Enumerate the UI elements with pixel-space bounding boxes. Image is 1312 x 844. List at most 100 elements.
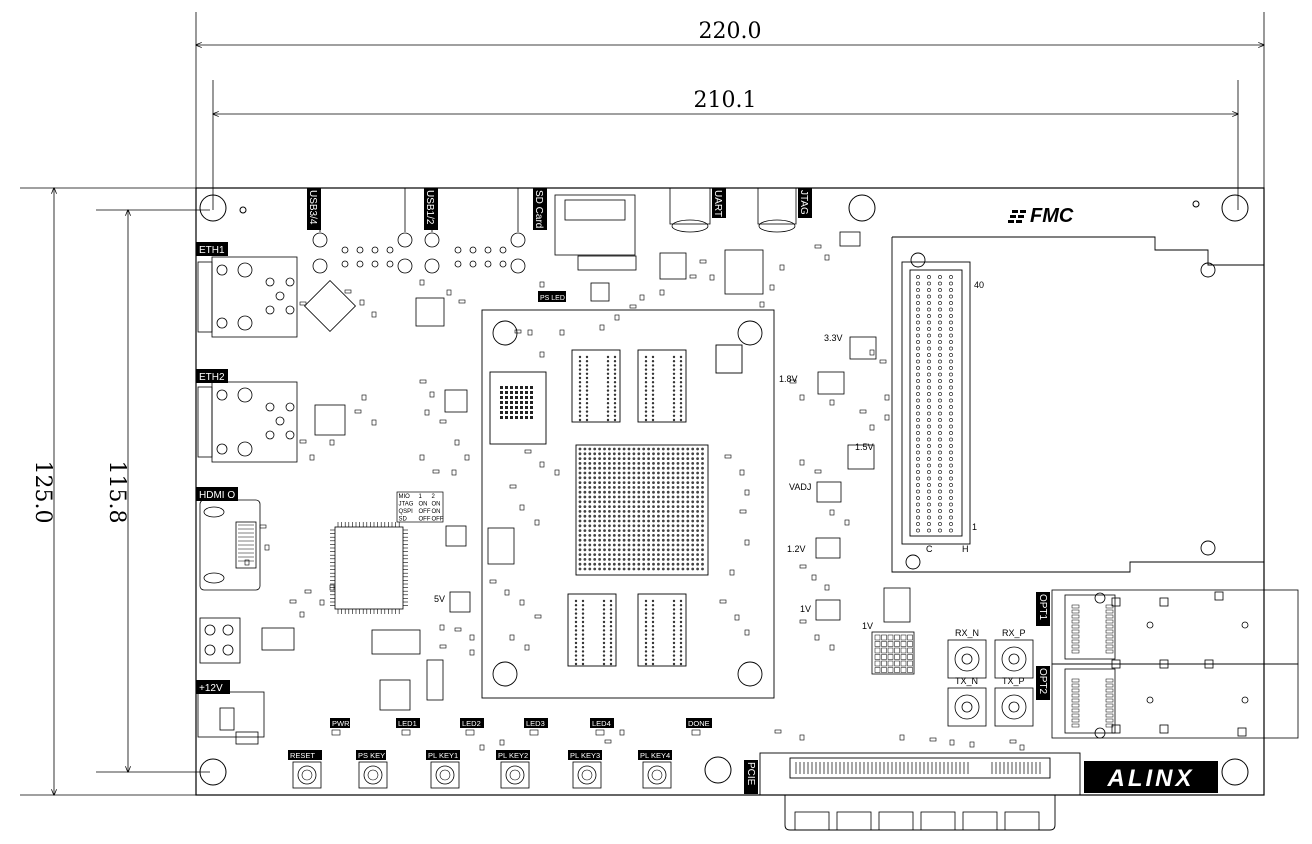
key-buttons: RESET PS KEY PL KEY1 PL KEY2 PL KEY3 PL KEY4 — [288, 750, 672, 789]
pwr-led — [331, 729, 341, 736]
led3-led — [529, 729, 539, 736]
dim-hole-width: 210.1 — [694, 88, 757, 113]
pwr-label: PWR — [332, 719, 350, 728]
usb12-connector — [424, 188, 526, 274]
pl_key3-button — [572, 761, 602, 789]
dimension-lines — [20, 12, 1264, 795]
pcie-label: PCIE — [745, 762, 756, 786]
pl_key3-label-bg — [568, 750, 602, 760]
boot-table-cell: OFF — [419, 509, 431, 515]
ps_key-button — [358, 761, 388, 789]
led2-led — [465, 729, 475, 736]
hdmi-label: HDMI O — [199, 490, 235, 501]
usb34-label: USB3/4 — [307, 190, 318, 225]
mounting-holes — [199, 194, 1249, 786]
power-label: +12V — [199, 683, 223, 694]
jtag-label-bg — [798, 188, 812, 218]
led1-label-bg — [396, 718, 420, 728]
boot-table-cell: MIO — [399, 494, 411, 500]
reset-label-bg — [288, 750, 322, 760]
led1-led — [401, 729, 411, 736]
boot-table-cell: 2 — [432, 494, 436, 500]
jtag-label: JTAG — [798, 190, 809, 215]
pl_key1-button — [430, 761, 460, 789]
led-badges: PWR LED1 LED2 LED3 LED4 DONE — [330, 718, 712, 736]
pl_key4-label: PL KEY4 — [640, 751, 670, 760]
usb34-label-bg — [307, 188, 321, 230]
boot-table-cell: SD — [399, 517, 408, 523]
boot-table-cell: OFF — [419, 517, 431, 523]
eth2-connector — [197, 381, 298, 463]
led2-label: LED2 — [462, 719, 481, 728]
led2-label-bg — [460, 718, 484, 728]
sd-label: SD Card — [533, 190, 544, 228]
pwr-label-bg — [330, 718, 350, 728]
uart-connector — [669, 187, 711, 233]
opt2-label: OPT2 — [1037, 668, 1048, 695]
sd-label-bg — [533, 188, 547, 230]
pl_key4-button — [642, 761, 672, 789]
eth1-label-bg — [196, 242, 228, 256]
board-outline — [195, 187, 1265, 796]
sma-rx-p: RX_P — [1002, 628, 1026, 638]
rail-vadj: VADJ — [789, 482, 811, 492]
done-led — [691, 729, 701, 736]
pl_key2-label: PL KEY2 — [498, 751, 528, 760]
usb12-label-bg — [424, 188, 438, 230]
reset-button — [292, 761, 322, 789]
pl_key2-button — [500, 761, 530, 789]
boot-table-cell: QSPI — [399, 509, 414, 515]
ps-led-label: PS LED — [540, 295, 565, 302]
rail-1v5: 1.5V — [855, 442, 874, 452]
fmc-row-h: H — [962, 544, 969, 554]
dim-hole-height: 115.8 — [104, 461, 129, 524]
jtag-connector — [757, 187, 797, 233]
boot-table-cell: 1 — [419, 494, 423, 500]
fmc-logo: FMC — [1030, 205, 1074, 227]
led4-led — [595, 729, 605, 736]
pl_key4-label-bg — [638, 750, 672, 760]
pcie-connector — [759, 752, 1081, 831]
rail-1v-a: 1V — [800, 604, 811, 614]
led3-label-bg — [524, 718, 548, 728]
passive-components — [238, 244, 1025, 751]
sd-card-slot — [554, 194, 637, 271]
pl_key3-label: PL KEY3 — [570, 751, 600, 760]
eth1-label: ETH1 — [199, 245, 225, 256]
pl_key1-label: PL KEY1 — [428, 751, 458, 760]
uart-label-bg — [712, 188, 726, 218]
sma-tx-p: TX_P — [1002, 676, 1025, 686]
sma-tx-n: TX_N — [955, 676, 978, 686]
pl_key2-label-bg — [496, 750, 530, 760]
ps_key-label: PS KEY — [358, 751, 385, 760]
ps_key-label-bg — [356, 750, 386, 760]
eth2-label: ETH2 — [199, 372, 225, 383]
rail-1v-b: 1V — [862, 621, 873, 631]
hdmi-label-bg — [196, 487, 238, 501]
led4-label-bg — [590, 718, 614, 728]
led3-label: LED3 — [526, 719, 545, 728]
pcie-fingers — [794, 762, 1041, 831]
led1-label: LED1 — [398, 719, 417, 728]
reset-label: RESET — [290, 751, 315, 760]
power-switch — [199, 617, 295, 664]
power-rails — [449, 336, 915, 675]
rail-5v: 5V — [434, 594, 445, 604]
power-label-bg — [196, 680, 230, 694]
dim-overall-height: 125.0 — [30, 461, 55, 524]
fmc-logo-mark — [1008, 210, 1026, 223]
boot-table-cell: ON — [432, 502, 441, 508]
core-module — [481, 309, 775, 699]
boot-table-cell: JTAG — [399, 502, 414, 508]
led4-label: LED4 — [592, 719, 611, 728]
fpga-bga-pattern — [578, 447, 704, 571]
fmc-pin40: 40 — [974, 280, 984, 290]
fmc-pins — [916, 275, 953, 533]
done-label: DONE — [688, 719, 710, 728]
uart-label: UART — [712, 190, 723, 217]
left-ics — [303, 231, 861, 711]
eth1-connector — [197, 256, 298, 338]
rail-3v3: 3.3V — [824, 333, 843, 343]
eth2-label-bg — [196, 369, 228, 383]
